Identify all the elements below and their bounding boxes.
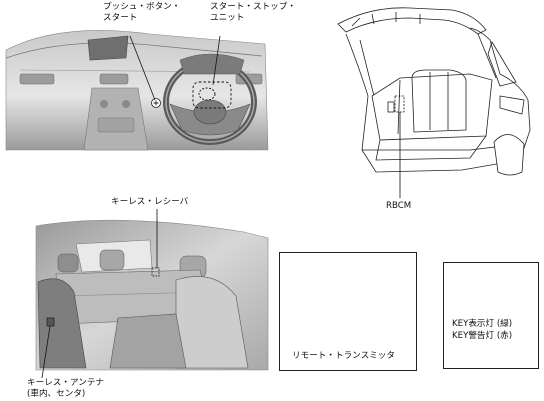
remote-transmitter-label: リモート・トランスミッタ xyxy=(292,351,395,361)
remote-transmitter-box xyxy=(279,252,417,371)
key-indicator-green-label: KEY表示灯 (緑) xyxy=(452,319,513,329)
key-indicator-box xyxy=(443,262,539,369)
keyless-receiver-label: キーレス・レシーバ xyxy=(111,197,189,207)
start-stop-leader xyxy=(212,35,221,86)
start-stop-unit-label: スタート・ストップ・ ユニット xyxy=(210,2,296,23)
push-button-start-label: プッシュ・ボタン・ スタート xyxy=(103,2,181,23)
rbcm-module-marker xyxy=(394,95,405,113)
key-warning-red-label: KEY警告灯 (赤) xyxy=(452,331,513,341)
keyless-antenna-leader xyxy=(41,325,51,379)
push-start-leader xyxy=(129,35,156,101)
vehicle-rear-illustration xyxy=(337,7,531,198)
dashboard-illustration xyxy=(5,30,269,151)
cabin-interior-illustration xyxy=(35,209,269,379)
rbcm-label: RBCM xyxy=(386,201,412,211)
start-button-icon-cross xyxy=(153,100,159,106)
keyless-antenna-label: キーレス・アンテナ (車内、センタ) xyxy=(27,378,105,399)
